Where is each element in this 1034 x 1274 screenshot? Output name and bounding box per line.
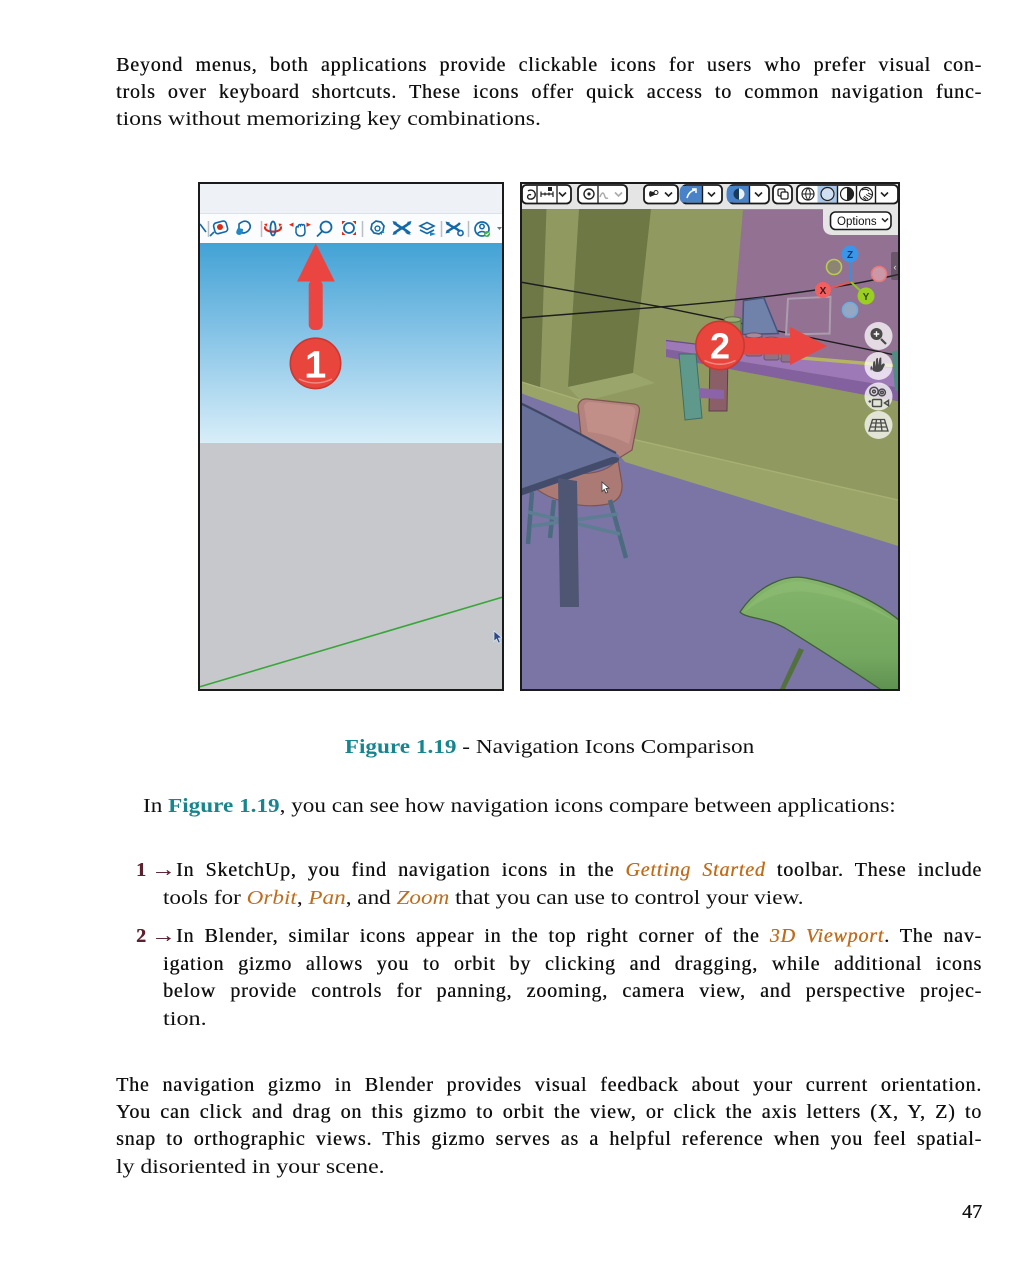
svg-text:Z: Z (847, 250, 853, 261)
svg-text:Y: Y (863, 292, 870, 303)
svg-text:Options: Options (837, 216, 877, 228)
svg-text:2: 2 (710, 326, 730, 367)
svg-text:X: X (820, 286, 827, 297)
svg-text:1: 1 (305, 345, 326, 387)
svg-text:‹: ‹ (894, 262, 897, 272)
